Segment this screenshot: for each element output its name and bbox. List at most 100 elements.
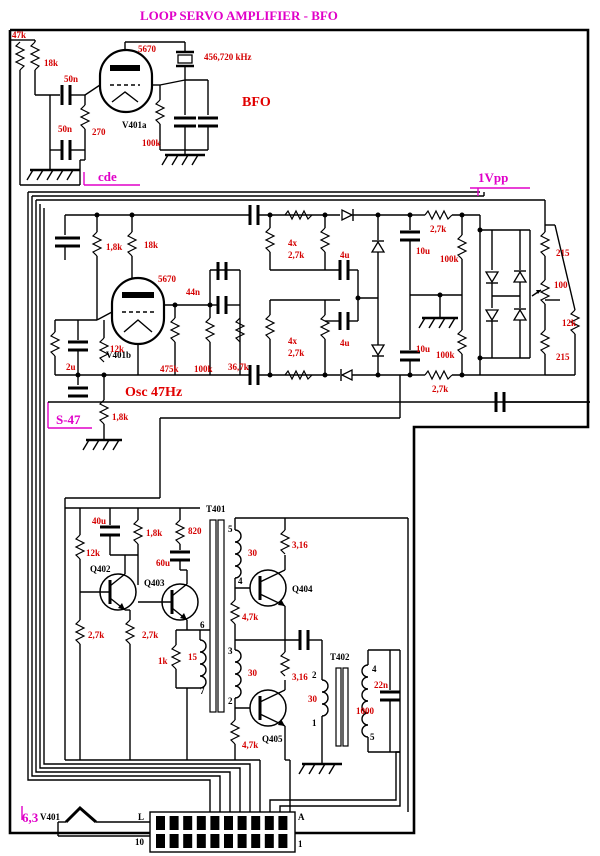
vpp-label: 1Vpp	[478, 170, 508, 185]
res2_7k-top-label: 2,7k	[288, 250, 304, 260]
cap-10u-a-label: 10u	[416, 246, 430, 256]
connector-1-label: 1	[298, 839, 303, 849]
pin-4-a-label: 4	[238, 576, 243, 586]
resistor-100k-b-label: 100k	[194, 364, 213, 374]
q403-label: Q403	[144, 578, 165, 588]
resistor-1_8k-a-label: 1,8k	[106, 242, 122, 252]
connector-pin-bottom	[251, 834, 261, 848]
connector-pin-top	[169, 816, 179, 830]
resistor-2_7k-a-label: 2,7k	[430, 224, 446, 234]
res4x-bot-label: 4x	[288, 336, 298, 346]
coil-30-c-label: 30	[308, 694, 318, 704]
crystal-freq-label: 456,720 kHz	[204, 52, 252, 62]
resistor-100k-a-label: 100k	[142, 138, 161, 148]
coil-30-a-label: 30	[248, 548, 258, 558]
resistor-2_7k-b-label: 2,7k	[432, 384, 448, 394]
heater-filament-icon	[64, 805, 97, 824]
resistor-1k-label: 1k	[158, 656, 168, 666]
pin-7-label: 7	[200, 686, 205, 696]
tube-type-a-label: 5670	[138, 44, 157, 54]
heater-tube-label: V401	[40, 812, 60, 822]
outer-frame	[8, 28, 590, 835]
crystal-icon	[177, 54, 193, 64]
connector-pin-bottom	[278, 834, 288, 848]
t401-label: T401	[206, 504, 226, 514]
connector-pin-bottom	[169, 834, 179, 848]
resistor-215-a-label: 215	[556, 248, 570, 258]
coil-1000-label: 1000	[356, 706, 375, 716]
tube-v401b-label: V401b	[106, 350, 131, 360]
pin-2-b-label: 2	[312, 670, 317, 680]
resistor-215-b-label: 215	[556, 352, 570, 362]
connector-pin-top	[278, 816, 288, 830]
pin-6-label: 6	[200, 620, 205, 630]
resistor-18k-label: 18k	[44, 58, 58, 68]
resistor-100k-c-label: 100k	[440, 254, 459, 264]
resistor-1_8k-b-label: 1,8k	[112, 412, 128, 422]
pin-5-b-label: 5	[370, 732, 375, 742]
junction-dots	[75, 212, 483, 378]
transistor-q404	[249, 555, 287, 640]
resistor-475k-label: 475k	[160, 364, 179, 374]
resistor-12k-label: 12k	[110, 344, 124, 354]
t401-core	[209, 519, 217, 713]
pin-2-a-label: 2	[228, 696, 233, 706]
diagram-title: LOOP SERVO AMPLIFIER - BFO	[140, 8, 338, 23]
tube-v401a-label: V401a	[122, 120, 147, 130]
res2_7k-bot-label: 2,7k	[288, 348, 304, 358]
res4x-top-label: 4x	[288, 238, 298, 248]
connector-a-label: A	[298, 812, 305, 822]
resistor-100k-d-label: 100k	[436, 350, 455, 360]
heater-voltage-label: 6,3	[22, 810, 39, 825]
connector-pin-bottom	[224, 834, 233, 848]
resistor-3_16-b-label: 3,16	[292, 672, 308, 682]
amplifier-section: 40u 1,8k 820 60u 12k Q402	[64, 497, 409, 812]
tube-v401b	[96, 275, 210, 355]
resistor-36_7k-label: 36,7k	[228, 362, 249, 372]
cap-22n-label: 22n	[374, 680, 388, 690]
connector-pin-bottom	[210, 834, 220, 848]
t402-core	[335, 667, 342, 747]
resistor-2_7k-d-label: 2,7k	[142, 630, 158, 640]
coil-30-b-label: 30	[248, 668, 258, 678]
transistor-q405	[249, 680, 287, 760]
q402-label: Q402	[90, 564, 111, 574]
pin-5-a-label: 5	[228, 524, 233, 534]
s47-label: S-47	[56, 412, 81, 427]
connector-pin-bottom	[183, 834, 193, 848]
resistor-47k-label: 47k	[12, 30, 26, 40]
oscillator-section: 1,8k 18k 5670 V401b 44n	[47, 214, 590, 451]
cap-2u-label: 2u	[66, 362, 76, 372]
resistor-4_7k-b-label: 4,7k	[242, 740, 258, 750]
bridge-section: 4x 2,7k 4u 4x 2,7k 4u	[159, 205, 590, 498]
cap-44n-label: 44n	[186, 287, 200, 297]
transistor-q403	[138, 569, 199, 621]
cap-50n-a-label: 50n	[64, 74, 78, 84]
cap-4u-top-label: 4u	[340, 250, 350, 260]
resistor-820-label: 820	[188, 526, 202, 536]
pin-4-b-label: 4	[372, 664, 377, 674]
bfo-label: BFO	[242, 95, 271, 110]
tube-type-b-label: 5670	[158, 274, 177, 284]
connector-pin-bottom	[264, 834, 274, 848]
resistor-18k-b-label: 18k	[144, 240, 158, 250]
transistor-q402	[80, 555, 137, 611]
resistor-12k-c-label: 12k	[86, 548, 100, 558]
resistor-1_8k-c-label: 1,8k	[146, 528, 162, 538]
cap-4u-bot-label: 4u	[340, 338, 350, 348]
resistor-4_7k-a-label: 4,7k	[242, 612, 258, 622]
connector-pin-bottom	[237, 834, 247, 848]
connector-10-label: 10	[135, 837, 145, 847]
cap-10u-b-label: 10u	[416, 344, 430, 354]
cap-60u-label: 60u	[156, 558, 170, 568]
resistor-2_7k-c-label: 2,7k	[88, 630, 104, 640]
connector-pin-top	[264, 816, 274, 830]
resistor-12k-b-label: 12k	[562, 318, 576, 328]
t402-label: T402	[330, 652, 350, 662]
cde-label: cde	[98, 169, 117, 184]
connector-pin-top	[251, 816, 261, 830]
coil-15-label: 15	[188, 652, 198, 662]
connector-pin-bottom	[156, 834, 165, 848]
connector-pin-top	[196, 816, 206, 830]
